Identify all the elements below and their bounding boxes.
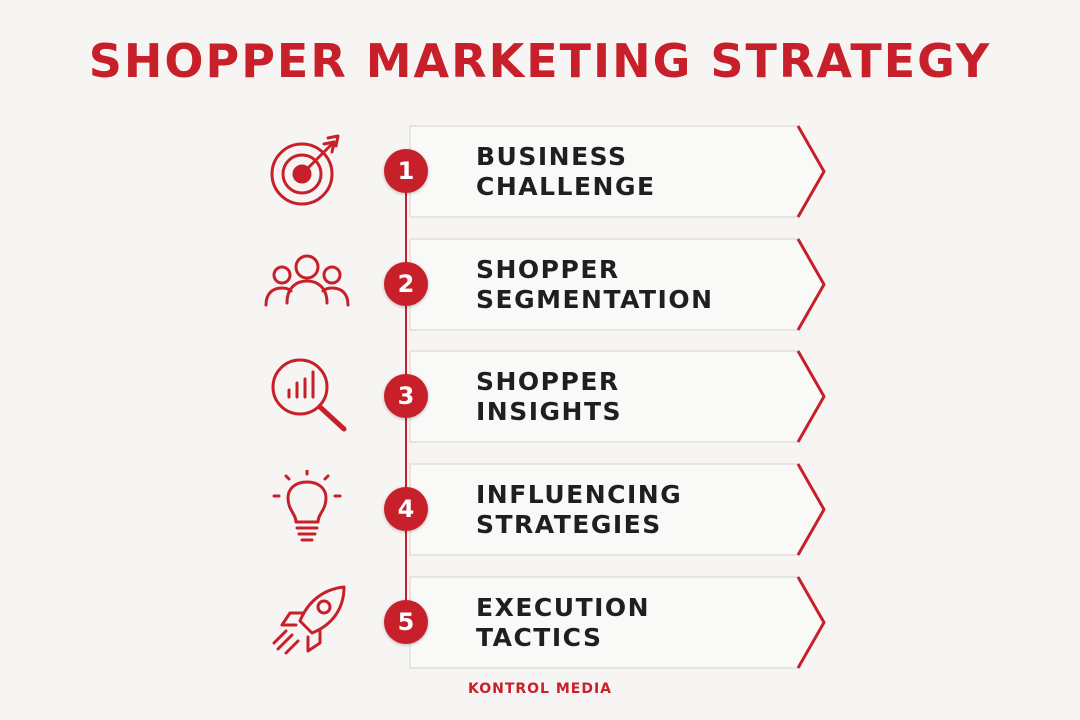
step-label: BUSINESS CHALLENGE — [476, 142, 786, 202]
people-icon — [262, 245, 352, 325]
step-label-line2: TACTICS — [476, 623, 603, 652]
step-card — [408, 124, 826, 219]
step-number-badge: 3 — [384, 374, 428, 418]
step-label-line1: SHOPPER — [476, 255, 620, 284]
step-number-badge: 1 — [384, 149, 428, 193]
step-label-line2: SEGMENTATION — [476, 285, 714, 314]
page-title: SHOPPER MARKETING STRATEGY — [88, 34, 992, 88]
step-card — [408, 462, 826, 557]
step-label-line1: INFLUENCING — [476, 480, 683, 509]
step-card — [408, 575, 826, 670]
step-label: SHOPPER INSIGHTS — [476, 367, 786, 427]
step-label-line1: SHOPPER — [476, 367, 620, 396]
brand-footer: KONTROL MEDIA — [467, 681, 613, 697]
step-4: 4 INFLUENCING STRATEGIES — [0, 462, 1080, 557]
lightbulb-icon — [262, 470, 352, 550]
step-label-line2: CHALLENGE — [476, 172, 656, 201]
step-label-line2: STRATEGIES — [476, 510, 662, 539]
rocket-icon — [262, 583, 352, 663]
step-number-badge: 4 — [384, 487, 428, 531]
step-label: EXECUTION TACTICS — [476, 593, 786, 653]
step-label-line1: EXECUTION — [476, 593, 651, 622]
step-label: INFLUENCING STRATEGIES — [476, 480, 786, 540]
step-2: 2 SHOPPER SEGMENTATION — [0, 237, 1080, 332]
step-3: 3 SHOPPER INSIGHTS — [0, 349, 1080, 444]
step-number-badge: 5 — [384, 600, 428, 644]
step-5: 5 EXECUTION TACTICS — [0, 575, 1080, 670]
step-label: SHOPPER SEGMENTATION — [476, 255, 786, 315]
step-card — [408, 349, 826, 444]
target-icon — [262, 132, 352, 212]
step-number-badge: 2 — [384, 262, 428, 306]
magnifier-chart-icon — [262, 357, 352, 437]
step-label-line1: BUSINESS — [476, 142, 628, 171]
step-card — [408, 237, 826, 332]
step-label-line2: INSIGHTS — [476, 397, 623, 426]
step-1: 1 BUSINESS CHALLENGE — [0, 124, 1080, 219]
